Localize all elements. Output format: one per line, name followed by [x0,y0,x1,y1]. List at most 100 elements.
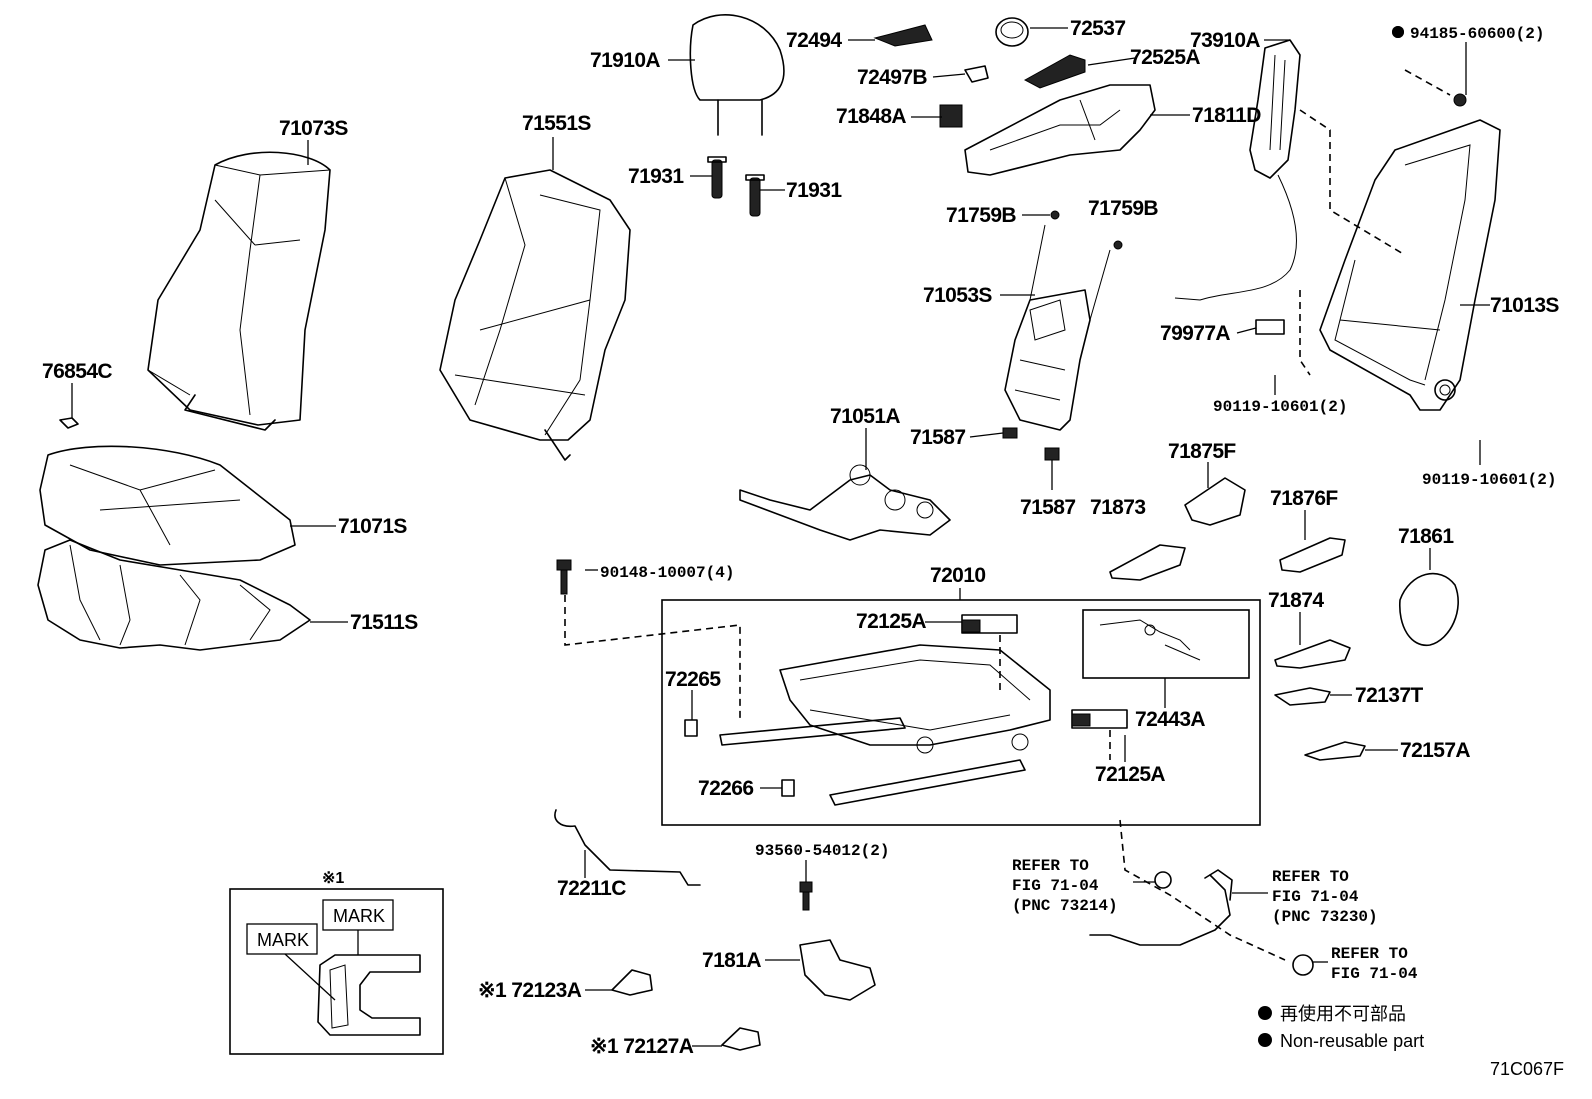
label-72497B: 72497B [857,66,927,89]
cushion-cover-71071S [39,445,296,566]
label-71874: 71874 [1268,589,1324,612]
label-73910A: 73910A [1190,29,1260,52]
label-90148: 90148-10007(4) [600,564,734,582]
label-90119-b: 90119-10601(2) [1422,471,1556,489]
clip-72266 [781,779,795,797]
inset-title: ※1 [322,870,344,887]
shield-71811D [964,84,1156,176]
label-72137T: 72137T [1355,684,1423,707]
refer-note-2: REFER TO FIG 71-04 (PNC 73230) [1272,868,1378,926]
label-72211C: 72211C [557,877,626,900]
label-71931-b: 71931 [786,179,842,202]
seatback-cover-71073S [147,151,331,431]
label-72265: 72265 [665,668,721,691]
label-72125A-a: 72125A [856,610,926,633]
label-72443A: 72443A [1135,708,1205,731]
spring-71051A [739,464,951,541]
headrest-71910A [689,14,785,136]
part-72494 [873,24,933,47]
cover-72137T [1274,687,1331,706]
inset-detail: ※1 MARK MARK [229,870,444,1055]
figure-code: 71C067F [1490,1059,1564,1079]
sub-box-72443A [1082,609,1250,679]
label-72127A: ※1 72127A [590,1035,694,1058]
clip-76854C [59,417,79,429]
clip-72265 [684,719,698,737]
label-71013S: 71013S [1490,294,1559,317]
part-labels: 71073S 71551S 71910A 72494 72537 73910A … [42,17,1560,1058]
legend-line-jp: 再使用不可部品 [1280,1004,1406,1024]
bolt-93560 [799,881,813,911]
label-7181A: 7181A [702,949,761,972]
seat-track-assembly [719,644,1051,806]
label-71073S: 71073S [279,117,348,140]
part-71587-a [1002,427,1018,439]
label-71931-a: 71931 [628,165,684,188]
seatback-pad-71551S [439,169,631,461]
label-71910A: 71910A [590,49,660,72]
leader-lines [71,27,1490,1047]
label-71053S: 71053S [923,284,992,307]
label-71587-a: 71587 [910,426,965,449]
label-72266: 72266 [698,777,753,800]
mark-label-2: MARK [257,930,309,950]
label-71051A: 71051A [830,405,900,428]
cover-72157A [1304,741,1366,761]
part-71873 [1109,544,1186,581]
label-71861: 71861 [1398,525,1454,548]
assembly-box-72010 [661,599,1261,826]
cap-71861 [1399,572,1459,646]
part-71874 [1274,639,1351,669]
label-71587-b: 71587 [1020,496,1075,519]
label-94185: 94185-60600(2) [1410,25,1544,43]
part-72497B [964,65,989,83]
mark-label-1: MARK [333,906,385,926]
label-72010: 72010 [930,564,985,587]
label-72157A: 72157A [1400,739,1470,762]
label-71876F: 71876F [1270,487,1338,510]
label-93560: 93560-54012(2) [755,842,889,860]
part-71848A [939,104,963,128]
refer-note-1: REFER TO FIG 71-04 (PNC 73214) [1012,857,1118,915]
label-71759B-b: 71759B [1088,197,1158,220]
lever-72525A [1023,54,1086,89]
headrest-guide-71931-a [707,156,727,199]
part-72125A-b [1071,709,1128,729]
legend: 再使用不可部品 Non-reusable part [1258,1004,1424,1051]
part-72125A-a [961,614,1018,634]
label-71811D: 71811D [1192,104,1261,127]
label-79977A: 79977A [1160,322,1230,345]
label-71759B-a: 71759B [946,204,1016,227]
knob-72537 [995,17,1029,47]
wire-harness [1089,869,1233,946]
label-72525A: 72525A [1130,46,1200,69]
rod-72211C [554,809,701,886]
cushion-pad-71511S [37,539,311,651]
label-72125A-b: 72125A [1095,763,1165,786]
airbag-73910A [1174,39,1301,335]
part-71587-b [1044,447,1060,461]
label-71551S: 71551S [522,112,591,135]
bracket-7181A [799,939,876,1001]
label-76854C: 76854C [42,360,112,383]
grommet-ref [1154,871,1172,889]
part-72123A [611,969,653,996]
refer-note-3: REFER TO FIG 71-04 [1331,945,1418,983]
part-71875F [1184,477,1246,526]
label-90119-a: 90119-10601(2) [1213,398,1347,416]
part-72127A [721,1027,761,1051]
label-71875F: 71875F [1168,440,1236,463]
recliner-71053S [1004,210,1123,431]
label-72537: 72537 [1070,17,1125,40]
label-72123A: ※1 72123A [478,979,582,1002]
frame-71013S [1319,119,1501,411]
label-71511S: 71511S [350,611,418,634]
label-71848A: 71848A [836,105,906,128]
label-71873: 71873 [1090,496,1145,519]
label-71071S: 71071S [338,515,407,538]
legend-line-en: Non-reusable part [1280,1031,1424,1051]
bolt-90148 [556,559,572,595]
headrest-guide-71931-b [745,174,765,217]
nut-ref [1292,954,1314,976]
